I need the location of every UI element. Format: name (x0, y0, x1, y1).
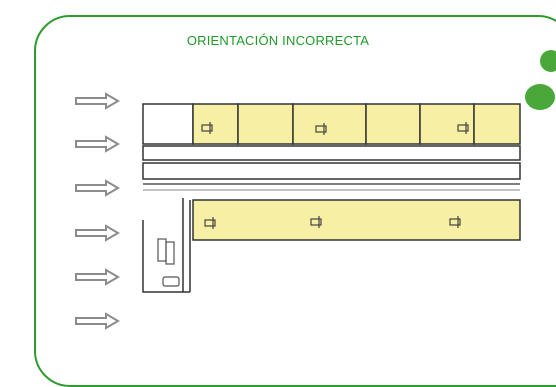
fixture-icon (310, 216, 322, 228)
module (419, 103, 475, 145)
fixture-icon (162, 276, 180, 287)
module (237, 103, 294, 145)
fixture-icon (315, 123, 327, 135)
wind-arrows (75, 92, 120, 330)
module (365, 103, 421, 145)
figure-title: ORIENTACIÓN INCORRECTA (186, 33, 370, 48)
fixture-icon (449, 216, 461, 228)
module (192, 103, 239, 145)
wind-arrow-icon (75, 135, 120, 153)
top-module-row (142, 103, 521, 145)
vertical-wing (142, 198, 191, 293)
corridor (142, 162, 521, 180)
tree-icon (540, 50, 556, 72)
bottom-module-row (192, 199, 521, 241)
fixture-icon (201, 122, 213, 134)
wind-arrow-icon (75, 224, 120, 242)
wind-arrow-icon (75, 92, 120, 110)
wind-arrow-icon (75, 179, 120, 197)
module (473, 103, 521, 145)
wind-arrow-icon (75, 312, 120, 330)
corridor (142, 145, 521, 161)
fixture-icon (457, 122, 469, 134)
module (292, 103, 367, 145)
empty-module (142, 103, 194, 145)
wind-arrow-icon (75, 268, 120, 286)
module (192, 199, 521, 241)
fixture-icon (165, 241, 175, 265)
fixture-icon (157, 238, 167, 262)
fixture-icon (204, 217, 216, 229)
building-plan (142, 103, 521, 293)
tree-icon (525, 84, 555, 110)
